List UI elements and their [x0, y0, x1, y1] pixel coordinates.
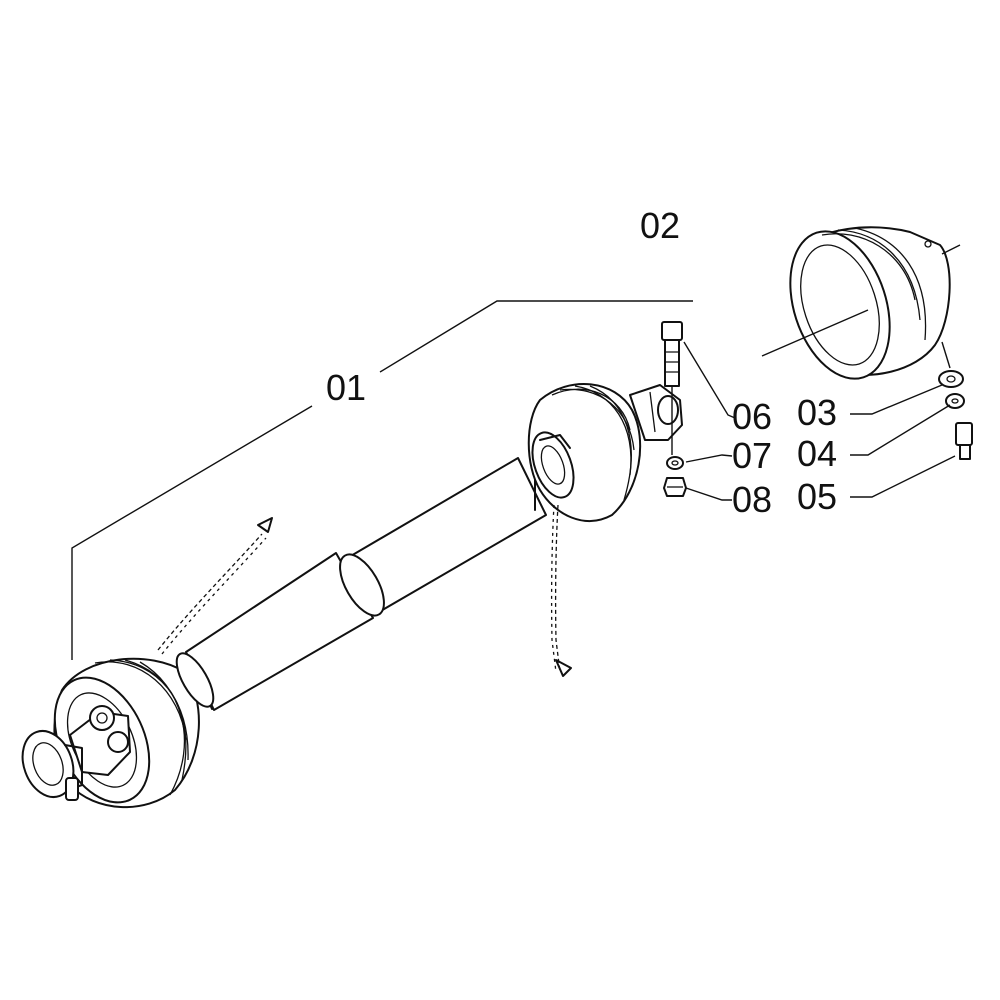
part-08-nut	[663, 477, 687, 497]
callout-01: 01	[326, 367, 366, 408]
part-05-screw	[955, 422, 973, 460]
part-04-lock-washer	[945, 393, 965, 409]
part-03-washer	[938, 341, 964, 388]
callout-04: 04	[797, 433, 837, 474]
part-07-washer	[666, 456, 684, 470]
leader-01	[71, 300, 693, 660]
callout-08: 08	[732, 479, 772, 520]
shaft-guard-tube	[185, 552, 385, 711]
part-06-bolt	[661, 321, 683, 455]
left-universal-joint	[21, 705, 131, 801]
callout-leaders	[683, 341, 956, 501]
callout-03: 03	[797, 392, 837, 433]
callout-06: 06	[732, 396, 772, 437]
right-yoke	[629, 384, 683, 441]
part-02-guard-cone	[761, 226, 961, 380]
right-guard-cone	[527, 383, 642, 522]
callout-02: 02	[640, 205, 680, 246]
callout-07: 07	[732, 435, 772, 476]
left-safety-chain	[157, 517, 273, 655]
right-safety-chain	[550, 504, 572, 677]
callout-05: 05	[797, 476, 837, 517]
